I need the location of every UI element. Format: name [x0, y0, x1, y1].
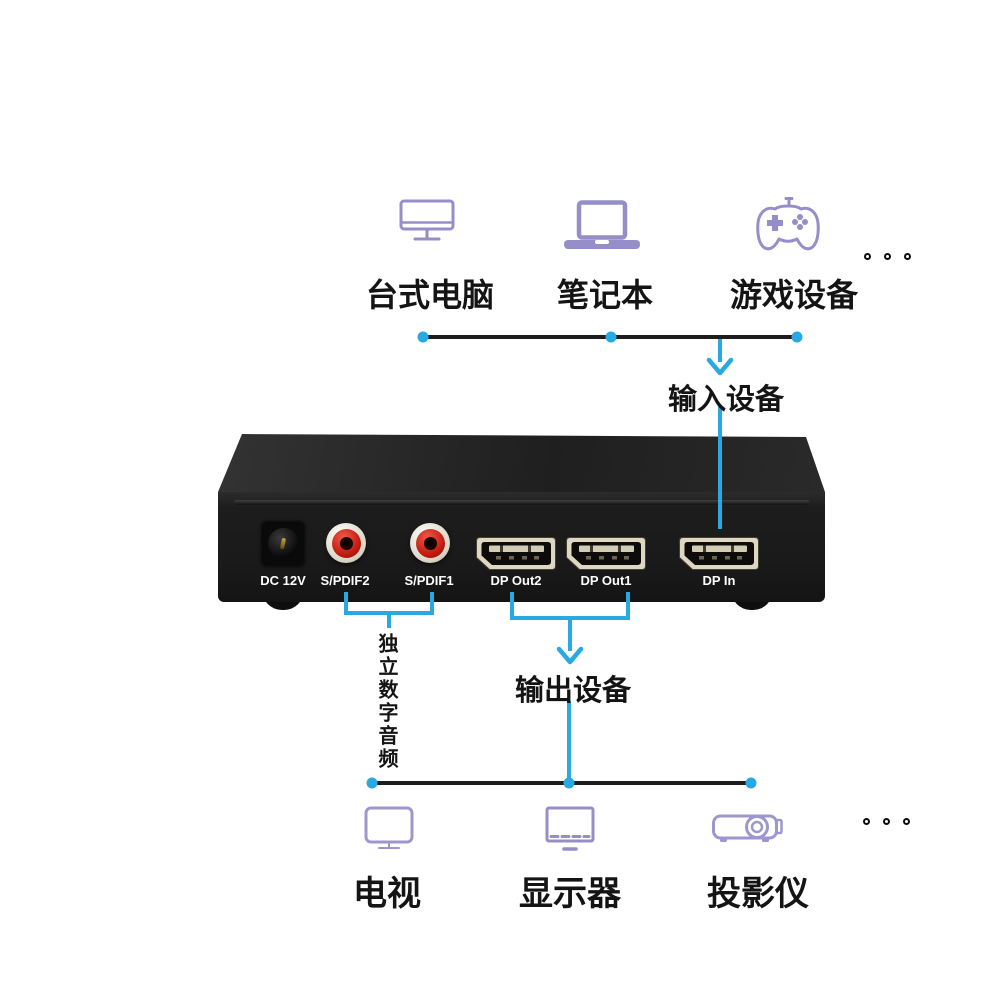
arrow-down-icon: [706, 357, 734, 376]
rca-center: [339, 536, 353, 550]
rca-hole: [427, 540, 433, 546]
dot-icon: [903, 818, 910, 825]
bus-node-dot: [366, 777, 378, 789]
dp-out2-port: [476, 537, 556, 570]
more-outputs-ellipsis-icon: [863, 818, 910, 825]
output-device-label-tv: 电视: [353, 875, 421, 913]
monitor-icon: [545, 806, 595, 854]
bus-node-dot: [791, 331, 803, 343]
rca-hole: [343, 540, 349, 546]
rca-red-ring: [415, 528, 445, 558]
dc-jack-pin: [279, 537, 287, 549]
more-inputs-ellipsis-icon: [864, 253, 911, 260]
dp-out1-port: [566, 537, 646, 570]
audio-note-label: 独立数字音频: [375, 633, 397, 771]
bus-node-dot: [563, 777, 575, 789]
tv-icon: [364, 806, 414, 852]
port-label-dpout1: DP Out1: [580, 573, 632, 588]
bus-node-dot: [745, 777, 757, 789]
dot-icon: [863, 818, 870, 825]
spdif1-rca-jack: [410, 523, 450, 563]
dot-icon: [904, 253, 911, 260]
dp-in-port: [679, 537, 759, 570]
dc-power-jack: [261, 520, 305, 566]
gamepad-icon: [753, 196, 823, 256]
bus-node-dot: [605, 331, 617, 343]
device-top-face: [218, 434, 825, 492]
dc-jack-barrel: [267, 527, 299, 559]
output-device-label-projector: 投影仪: [707, 875, 809, 913]
projector-icon: [712, 809, 784, 849]
port-label-dc: DC 12V: [260, 573, 306, 588]
laptop-icon: [564, 200, 640, 250]
rca-red-ring: [331, 528, 361, 558]
input-device-label-game: 游戏设备: [729, 277, 859, 313]
port-label-spdif2: S/PDIF2: [320, 573, 370, 588]
output-flow-label: 输出设备: [514, 675, 632, 707]
input-device-label-desktop: 台式电脑: [365, 277, 495, 313]
dot-icon: [864, 253, 871, 260]
port-label-spdif1: S/PDIF1: [404, 573, 454, 588]
port-label-dpin: DP In: [702, 573, 736, 588]
output-device-label-monitor: 显示器: [519, 875, 621, 913]
input-flow-label: 输入设备: [667, 384, 785, 416]
dp-splitter-device: DC 12V S/PDIF2 S/PDIF1 DP Out2 DP Out1 D…: [218, 430, 825, 612]
port-label-dpout2: DP Out2: [490, 573, 542, 588]
dot-icon: [883, 818, 890, 825]
desktop-icon: [399, 199, 455, 245]
device-groove: [234, 500, 810, 505]
rca-center: [423, 536, 437, 550]
arrow-down-icon: [556, 646, 584, 665]
input-device-label-laptop: 笔记本: [556, 277, 654, 313]
spdif2-rca-jack: [326, 523, 366, 563]
dot-icon: [884, 253, 891, 260]
bus-node-dot: [417, 331, 429, 343]
